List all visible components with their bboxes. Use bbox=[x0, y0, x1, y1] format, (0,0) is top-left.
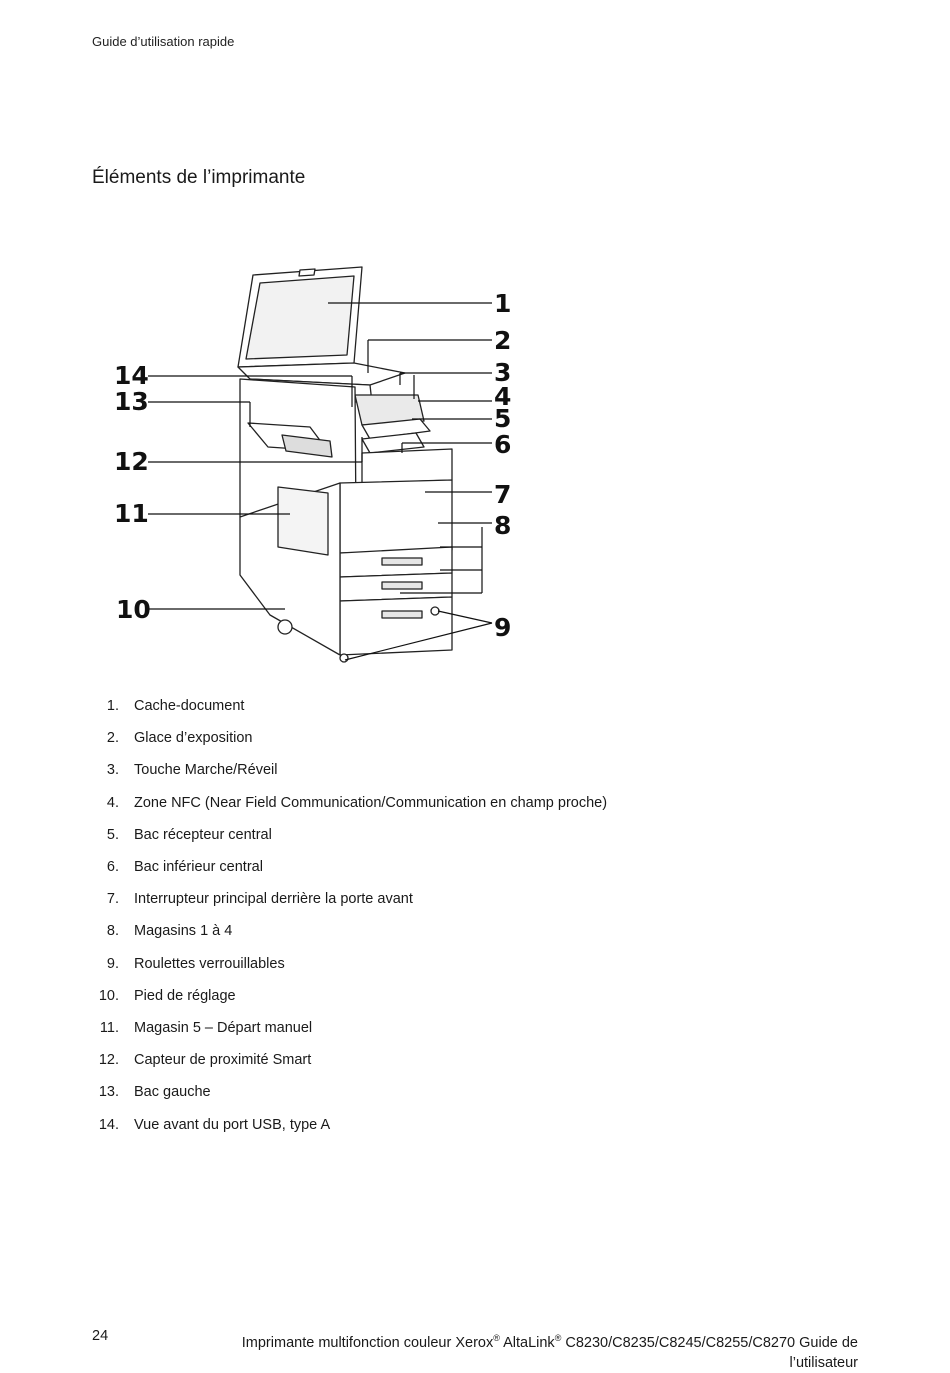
list-item: 7. Interrupteur principal derrière la por… bbox=[92, 883, 607, 915]
item-number: 3. bbox=[106, 762, 119, 779]
item-label: Pied de réglage bbox=[134, 987, 236, 1004]
item-label: Interrupteur principal derrière la porte… bbox=[134, 891, 413, 908]
footer-title-part3: C8230/C8235/C8245/C8255/C8270 Guide de bbox=[561, 1334, 858, 1351]
callout-11: 11 bbox=[114, 499, 149, 528]
list-item: 3. Touche Marche/Réveil bbox=[92, 754, 607, 786]
callout-numbers: 1 2 3 4 5 6 7 8 9 10 11 12 13 14 bbox=[114, 289, 511, 642]
list-item: 8. Magasins 1 à 4 bbox=[92, 915, 607, 947]
item-label: Touche Marche/Réveil bbox=[134, 762, 278, 779]
item-number: 9. bbox=[106, 955, 119, 972]
item-label: Bac gauche bbox=[134, 1084, 211, 1101]
item-number: 4. bbox=[106, 794, 119, 811]
item-label: Magasins 1 à 4 bbox=[134, 923, 233, 940]
list-item: 1. Cache-document bbox=[92, 690, 607, 722]
item-number: 1. bbox=[106, 698, 119, 715]
item-label: Magasin 5 – Départ manuel bbox=[134, 1019, 313, 1036]
item-number: 2. bbox=[106, 730, 119, 747]
item-label: Roulettes verrouillables bbox=[134, 955, 285, 972]
item-number: 12. bbox=[98, 1052, 119, 1069]
list-item: 12. Capteur de proximité Smart bbox=[92, 1044, 607, 1076]
callout-14: 14 bbox=[114, 361, 149, 390]
callout-13: 13 bbox=[114, 387, 149, 416]
printer-illustration bbox=[237, 266, 453, 663]
list-item: 11. Magasin 5 – Départ manuel bbox=[92, 1012, 607, 1044]
footer-document-title: Imprimante multifonction couleur Xerox® … bbox=[158, 1328, 858, 1373]
callout-9: 9 bbox=[494, 613, 511, 642]
printer-diagram: 1 2 3 4 5 6 7 8 9 10 11 12 13 14 bbox=[100, 255, 530, 675]
page-number: 24 bbox=[92, 1328, 109, 1344]
callout-3: 3 bbox=[494, 358, 511, 387]
item-number: 5. bbox=[106, 826, 119, 843]
item-label: Bac inférieur central bbox=[134, 859, 263, 876]
item-number: 10. bbox=[98, 987, 119, 1004]
list-item: 10. Pied de réglage bbox=[92, 980, 607, 1012]
running-header: Guide d’utilisation rapide bbox=[92, 34, 235, 49]
list-item: 4. Zone NFC (Near Field Communication/Com… bbox=[92, 787, 607, 819]
parts-list: 1. Cache-document 2. Glace d’exposition 3.… bbox=[92, 690, 607, 1141]
item-number: 11. bbox=[99, 1019, 119, 1036]
callout-2: 2 bbox=[494, 326, 511, 355]
callout-10: 10 bbox=[116, 595, 151, 624]
list-item: 5. Bac récepteur central bbox=[92, 819, 607, 851]
item-label: Capteur de proximité Smart bbox=[134, 1052, 312, 1069]
item-number: 14. bbox=[98, 1116, 119, 1133]
callout-6: 6 bbox=[494, 430, 511, 459]
callout-12: 12 bbox=[114, 447, 149, 476]
item-number: 6. bbox=[106, 859, 119, 876]
item-label: Cache-document bbox=[134, 698, 245, 715]
item-number: 13. bbox=[98, 1084, 119, 1101]
footer-title-line2: l’utilisateur bbox=[789, 1354, 859, 1371]
leader-lines bbox=[148, 302, 493, 661]
registered-mark: ® bbox=[493, 1333, 500, 1343]
callout-5: 5 bbox=[494, 404, 511, 433]
list-item: 14. Vue avant du port USB, type A bbox=[92, 1108, 607, 1140]
list-item: 6. Bac inférieur central bbox=[92, 851, 607, 883]
list-item: 9. Roulettes verrouillables bbox=[92, 948, 607, 980]
section-title: Éléments de l’imprimante bbox=[92, 167, 306, 188]
callout-4: 4 bbox=[494, 382, 511, 411]
footer-title-part2: AltaLink bbox=[499, 1334, 555, 1351]
registered-mark: ® bbox=[554, 1333, 562, 1343]
footer-title-part1: Imprimante multifonction couleur Xerox bbox=[241, 1334, 494, 1351]
item-number: 8. bbox=[106, 923, 119, 940]
list-item: 13. Bac gauche bbox=[92, 1076, 607, 1108]
item-label: Vue avant du port USB, type A bbox=[134, 1116, 331, 1133]
item-label: Zone NFC (Near Field Communication/Commu… bbox=[134, 794, 608, 811]
callout-1: 1 bbox=[494, 289, 511, 318]
callout-8: 8 bbox=[494, 511, 511, 540]
item-label: Glace d’exposition bbox=[134, 730, 253, 747]
callout-7: 7 bbox=[494, 480, 511, 509]
item-number: 7. bbox=[106, 891, 119, 908]
list-item: 2. Glace d’exposition bbox=[92, 722, 607, 754]
item-label: Bac récepteur central bbox=[134, 826, 272, 843]
